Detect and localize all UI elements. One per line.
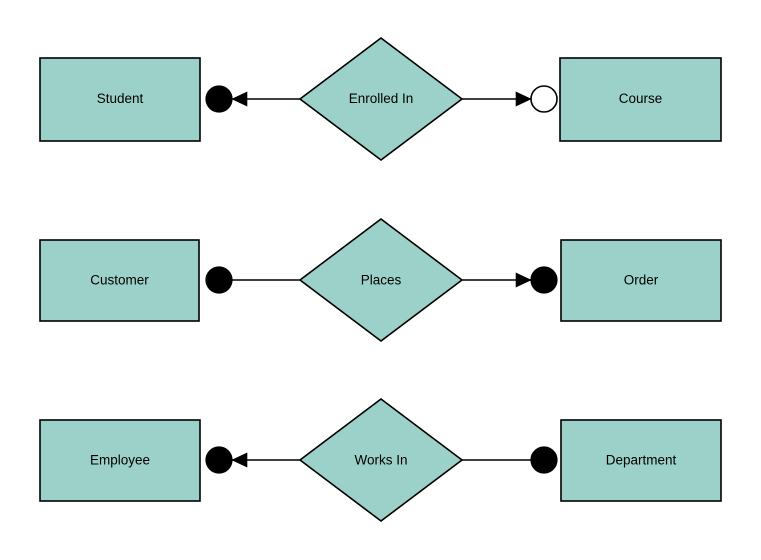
diamond-places-shape[interactable] <box>298 217 464 343</box>
entity-department-box[interactable] <box>560 419 722 502</box>
entity-customer[interactable]: Customer <box>39 239 200 322</box>
diamond-works-in-label: Works In <box>354 453 407 468</box>
arrow-left-icon <box>231 91 248 107</box>
arrow-right-icon <box>515 272 532 288</box>
entity-order-box[interactable] <box>560 239 722 322</box>
entity-student-label: Student <box>97 91 144 106</box>
diamond-places-label: Places <box>361 273 402 288</box>
diamond-places[interactable]: Places <box>298 217 464 343</box>
entity-student[interactable]: Student <box>39 57 201 142</box>
entity-employee[interactable]: Employee <box>39 419 201 502</box>
relationship-places[interactable]: Customer Places Order <box>39 217 722 343</box>
diamond-works-in[interactable]: Works In <box>298 397 464 523</box>
entity-customer-box[interactable] <box>39 239 200 322</box>
connector-dot-employee[interactable] <box>205 446 233 474</box>
relationship-enrolled-in[interactable]: Student Enrolled In Course <box>39 36 722 162</box>
entity-course-box[interactable] <box>559 57 722 142</box>
diamond-enrolled-in[interactable]: Enrolled In <box>298 36 464 162</box>
entity-customer-label: Customer <box>90 273 149 288</box>
diamond-enrolled-in-label: Enrolled In <box>349 91 414 106</box>
diamond-works-in-shape[interactable] <box>298 397 464 523</box>
entity-employee-box[interactable] <box>39 419 201 502</box>
entity-course-label: Course <box>619 91 663 106</box>
diamond-enrolled-in-shape[interactable] <box>298 36 464 162</box>
relationship-works-in[interactable]: Employee Works In Department <box>39 397 722 523</box>
entity-employee-label: Employee <box>90 453 150 468</box>
connector-dot-student[interactable] <box>205 85 233 113</box>
entity-department-label: Department <box>606 453 677 468</box>
connector-dot-department[interactable] <box>530 446 558 474</box>
arrow-left-icon <box>231 452 248 468</box>
arrow-right-icon <box>515 91 532 107</box>
entity-course[interactable]: Course <box>559 57 722 142</box>
connector-dot-order[interactable] <box>530 266 558 294</box>
entity-order[interactable]: Order <box>560 239 722 322</box>
connector-dot-course[interactable] <box>530 85 558 113</box>
connector-dot-customer[interactable] <box>205 266 233 294</box>
entity-student-box[interactable] <box>39 57 201 142</box>
entity-order-label: Order <box>624 273 659 288</box>
entity-department[interactable]: Department <box>560 419 722 502</box>
